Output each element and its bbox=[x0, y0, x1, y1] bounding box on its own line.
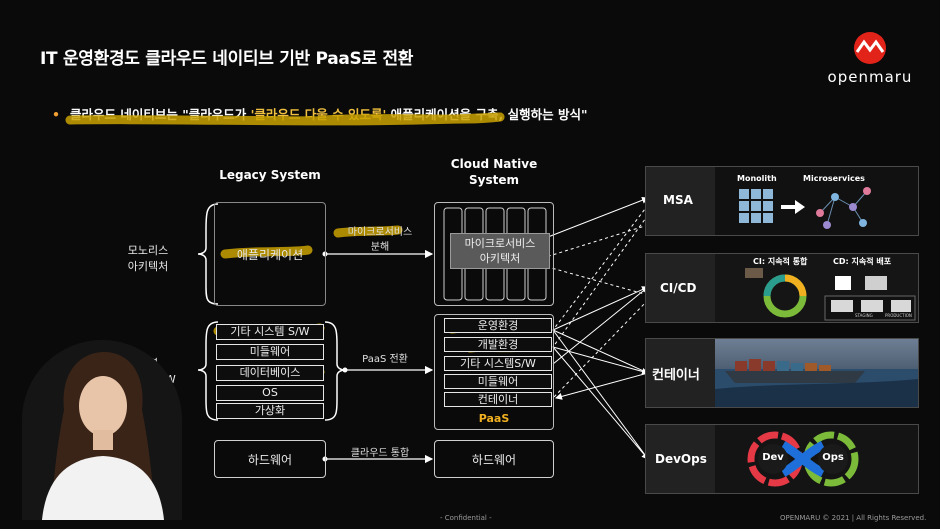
staging-tag: STAGING bbox=[855, 313, 873, 318]
cicd-image: CI: 지속적 통합 CD: 지속적 배포 STAGING PRODUCTION bbox=[715, 254, 918, 322]
footer-copyright: OPENMARU © 2021 | All Rights Reserved. bbox=[780, 514, 927, 522]
msa-line2: 아키텍처 bbox=[479, 252, 521, 265]
legacy-hardware-box bbox=[214, 440, 326, 478]
legacy-stack-item: 기타 시스템 S/W bbox=[216, 324, 324, 340]
presenter-video bbox=[22, 340, 182, 520]
cloud-paas-container bbox=[434, 314, 554, 430]
monolith-label-line1: 모노리스 bbox=[127, 244, 169, 257]
msa-caption-monolith: Monolith bbox=[737, 174, 777, 183]
cloud-hardware-box bbox=[434, 440, 554, 478]
msa-overlay-label: 마이크로서비스 아키텍처 bbox=[450, 236, 550, 266]
microservice-split-label: 마이크로서비스 분해 bbox=[335, 223, 425, 253]
cloud-msa-container bbox=[434, 202, 554, 306]
microservice-split-line2: 분해 bbox=[370, 242, 390, 253]
paas-label: PaaS bbox=[478, 412, 510, 425]
cloud-header-line1: Cloud Native bbox=[450, 157, 538, 171]
devops-dev-label: Dev bbox=[762, 452, 784, 463]
cd-caption: CD: 지속적 배포 bbox=[833, 257, 892, 266]
msa-caption-microservices: Microservices bbox=[803, 174, 865, 183]
devops-ops-label: Ops bbox=[822, 452, 844, 463]
legacy-stack-item: 가상화 bbox=[216, 403, 324, 419]
devops-image: Dev Ops bbox=[715, 425, 918, 493]
msa-image: Monolith Microservices bbox=[715, 167, 918, 235]
cloud-stack-item: 기타 시스템S/W bbox=[444, 356, 552, 371]
cicd-illustration-icon bbox=[745, 268, 916, 321]
monolith-label: 모노리스 아키텍처 bbox=[108, 242, 188, 274]
footer-confidential: - Confidential - bbox=[440, 514, 492, 522]
logo-text: openmaru bbox=[827, 68, 913, 86]
ci-caption: CI: 지속적 통합 bbox=[753, 257, 808, 266]
container-ship-image bbox=[715, 339, 918, 407]
presenter-avatar-icon bbox=[22, 340, 182, 520]
cicd-panel-label: CI/CD bbox=[660, 281, 697, 295]
container-panel-label: 컨테이너 bbox=[652, 368, 700, 383]
cloud-stack-item: 컨테이너 bbox=[444, 392, 552, 407]
legacy-stack-item: 데이터베이스 bbox=[216, 365, 324, 381]
devops-infinity-icon bbox=[747, 431, 859, 487]
legacy-app-container bbox=[214, 202, 326, 306]
cloud-stack-item: 개발환경 bbox=[444, 337, 552, 352]
cloud-header: Cloud Native System bbox=[434, 156, 554, 188]
cloud-hardware-label: 하드웨어 bbox=[471, 453, 517, 467]
legacy-stack-item: OS bbox=[216, 385, 324, 401]
monolith-label-line2: 아키텍처 bbox=[127, 260, 169, 273]
bullet-dot-icon: • bbox=[52, 107, 60, 122]
slide-title: IT 운영환경도 클라우드 네이티브 기반 PaaS로 전환 bbox=[40, 49, 414, 69]
legacy-header: Legacy System bbox=[219, 168, 321, 182]
microservice-split-line1: 마이크로서비스 bbox=[347, 227, 413, 238]
paas-transition-label: PaaS 전환 bbox=[362, 354, 408, 365]
cloud-stack-item: 미들웨어 bbox=[444, 374, 552, 389]
msa-illustration-icon bbox=[739, 187, 871, 229]
cloud-stack-item: 운영환경 bbox=[444, 318, 552, 333]
devops-panel-label: DevOps bbox=[655, 452, 707, 466]
msa-overlay-box bbox=[450, 233, 550, 269]
msa-line1: 마이크로서비스 bbox=[464, 237, 536, 250]
openmaru-logo bbox=[820, 28, 920, 88]
production-tag: PRODUCTION bbox=[885, 313, 912, 318]
container-ship-icon bbox=[715, 359, 918, 407]
cloud-header-line2: System bbox=[469, 173, 519, 187]
legacy-hardware-label: 하드웨어 bbox=[247, 453, 293, 467]
legacy-stack-item: 미들웨어 bbox=[216, 344, 324, 360]
legacy-app-label: 애플리케이션 bbox=[236, 248, 304, 262]
cloud-integration-label: 클라우드 통합 bbox=[350, 448, 410, 459]
msa-panel-label: MSA bbox=[663, 193, 693, 207]
